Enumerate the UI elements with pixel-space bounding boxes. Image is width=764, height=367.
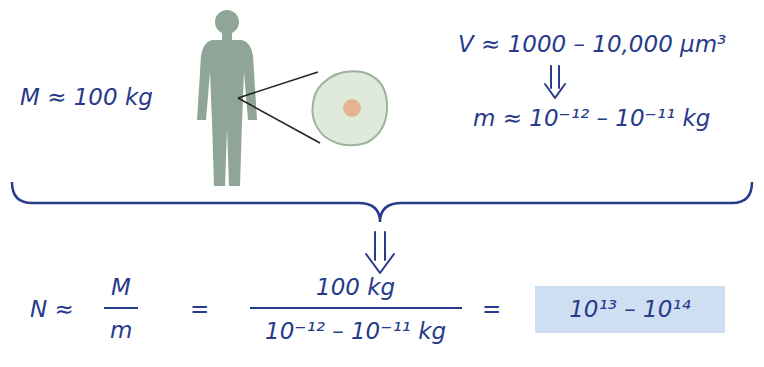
cell-nucleus [343,99,361,117]
equation-term: N ≈ [30,296,74,322]
fraction-denominator: m [110,317,132,343]
leader-lines [238,72,320,143]
person-silhouette [197,10,257,186]
cell-mass-label: m ≈ 10⁻¹² – 10⁻¹¹ kg [473,105,710,131]
equals-sign: = [190,296,209,322]
fraction-bar [104,307,462,309]
implies-arrow [545,66,565,98]
fraction-denominator: 10⁻¹² – 10⁻¹¹ kg [265,318,446,344]
implies-arrow [366,232,394,273]
result-text: 10¹³ – 10¹⁴ [569,296,691,322]
equals-sign: = [482,296,501,322]
curly-brace [12,182,752,222]
volume-label: V ≈ 1000 – 10,000 μm³ [458,31,726,57]
result-box: 10¹³ – 10¹⁴ [535,286,725,333]
fraction-numerator: 100 kg [316,274,395,300]
fraction-numerator: M [111,274,131,300]
mass-label: M ≈ 100 kg [20,84,153,110]
cell-drawing [312,71,387,145]
